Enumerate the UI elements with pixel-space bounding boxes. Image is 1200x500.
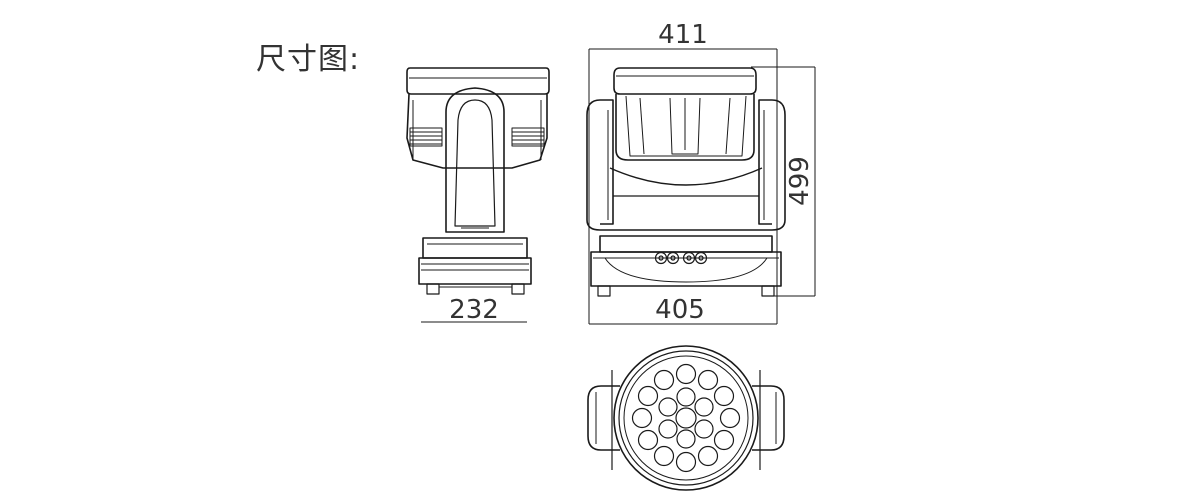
front-dimension-lines bbox=[588, 48, 816, 325]
vent-left bbox=[409, 127, 443, 147]
side-width-label: 232 bbox=[449, 295, 499, 325]
vent-right bbox=[511, 127, 545, 147]
height-label: 499 bbox=[785, 156, 815, 206]
front-view bbox=[586, 67, 786, 297]
top-view bbox=[587, 345, 785, 491]
page-title: 尺寸图: bbox=[256, 42, 361, 77]
base-connectors bbox=[654, 251, 708, 265]
lens-array bbox=[631, 363, 741, 473]
side-view bbox=[406, 67, 550, 295]
front-width-label: 405 bbox=[655, 295, 705, 325]
top-width-label: 411 bbox=[658, 20, 708, 50]
